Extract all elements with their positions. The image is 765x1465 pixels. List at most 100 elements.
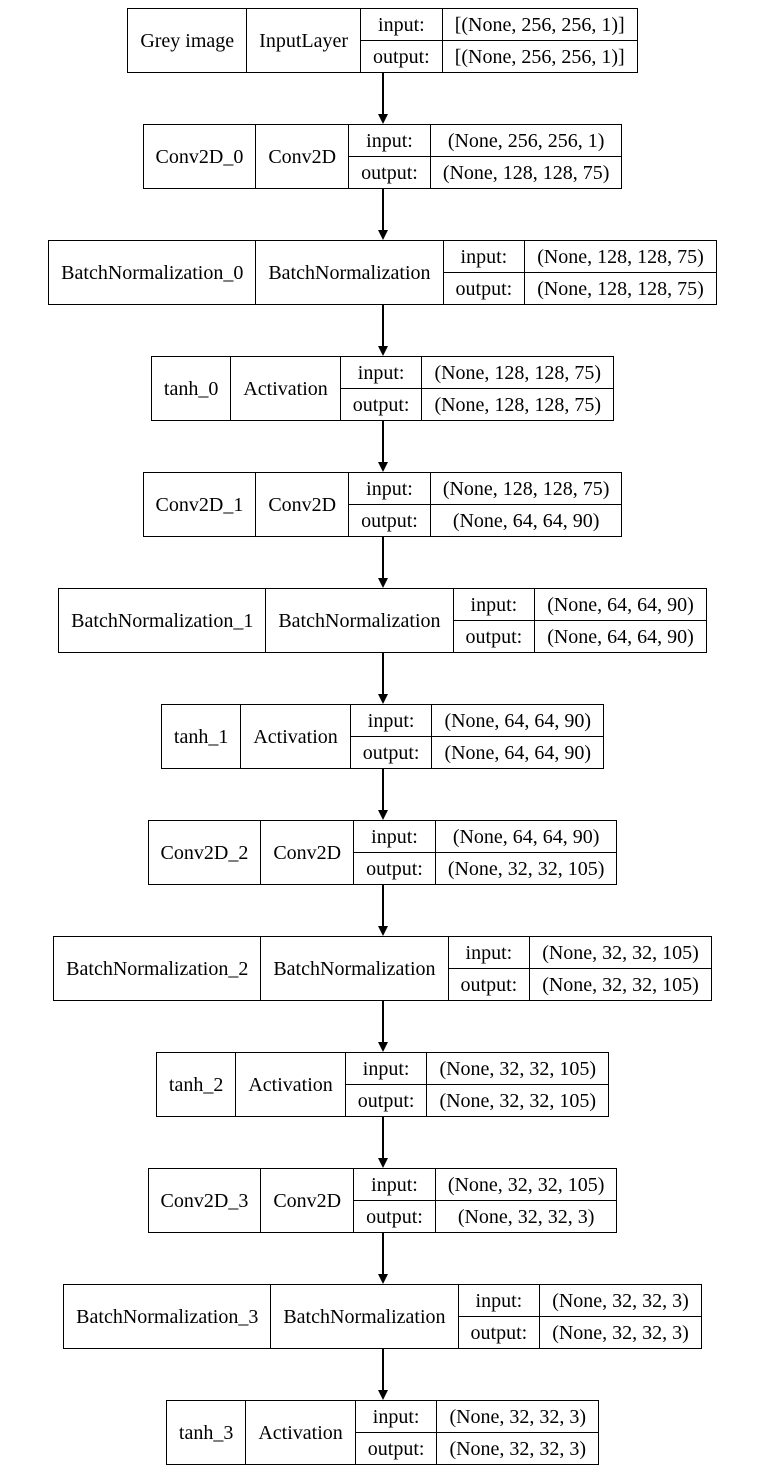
output-label: output:	[353, 1200, 436, 1233]
edge-arrow	[377, 769, 388, 820]
arrow-line	[381, 885, 384, 926]
output-shape: [(None, 256, 256, 1)]	[441, 40, 638, 73]
output-label: output:	[442, 272, 526, 305]
output-label: output:	[339, 388, 423, 421]
arrow-head-icon	[377, 1042, 388, 1052]
layer-type-cell: Conv2D	[260, 820, 355, 885]
output-shape: (None, 128, 128, 75)	[524, 272, 717, 305]
layer-node: Conv2D_2 Conv2D input: (None, 64, 64, 90…	[147, 820, 618, 885]
input-shape: (None, 32, 32, 105)	[529, 936, 712, 969]
arrow-head-icon	[377, 346, 388, 356]
edge-arrow	[377, 305, 388, 356]
output-shape: (None, 32, 32, 3)	[434, 1200, 618, 1233]
output-label: output:	[348, 504, 431, 537]
output-label: output:	[348, 156, 431, 189]
layer-node: Conv2D_0 Conv2D input: (None, 256, 256, …	[142, 124, 623, 189]
edge-arrow	[377, 537, 388, 588]
layer-node: BatchNormalization_3 BatchNormalization …	[63, 1284, 702, 1349]
layer-name-cell: tanh_3	[165, 1400, 247, 1465]
layer-name-cell: Conv2D_2	[147, 820, 262, 885]
output-label: output:	[349, 736, 433, 769]
input-label: input:	[447, 936, 531, 969]
input-shape: (None, 128, 128, 75)	[421, 356, 615, 389]
input-label: input:	[452, 588, 536, 621]
layer-node: BatchNormalization_2 BatchNormalization …	[53, 936, 712, 1001]
input-shape: (None, 128, 128, 75)	[429, 472, 623, 505]
layer-name-cell: tanh_1	[160, 704, 242, 769]
arrow-line	[381, 305, 384, 346]
input-shape: (None, 32, 32, 105)	[426, 1052, 610, 1085]
edge-arrow	[377, 1001, 388, 1052]
output-shape: (None, 32, 32, 105)	[434, 852, 618, 885]
input-label: input:	[339, 356, 423, 389]
layer-name-cell: Grey image	[127, 8, 248, 73]
layer-type-cell: Conv2D	[255, 124, 350, 189]
arrow-line	[381, 73, 384, 114]
arrow-head-icon	[377, 810, 388, 820]
arrow-head-icon	[377, 1390, 388, 1400]
output-shape: (None, 32, 32, 105)	[529, 968, 712, 1001]
input-shape: (None, 64, 64, 90)	[434, 820, 618, 853]
output-label: output:	[452, 620, 536, 653]
arrow-line	[381, 421, 384, 462]
arrow-line	[381, 1233, 384, 1274]
layer-name-cell: tanh_0	[150, 356, 232, 421]
edge-arrow	[377, 885, 388, 936]
arrow-head-icon	[377, 114, 388, 124]
layer-type-cell: BatchNormalization	[260, 936, 449, 1001]
output-label: output:	[457, 1316, 541, 1349]
arrow-head-icon	[377, 230, 388, 240]
layer-node: tanh_1 Activation input: (None, 64, 64, …	[160, 704, 605, 769]
input-label: input:	[360, 8, 443, 41]
output-shape: (None, 32, 32, 105)	[426, 1084, 610, 1117]
model-architecture-diagram: Grey image InputLayer input: [(None, 256…	[48, 8, 717, 1465]
input-shape: (None, 32, 32, 105)	[434, 1168, 618, 1201]
layer-name-cell: BatchNormalization_2	[53, 936, 262, 1001]
layer-type-cell: Activation	[240, 704, 351, 769]
input-label: input:	[348, 472, 431, 505]
edge-arrow	[377, 1233, 388, 1284]
input-label: input:	[354, 1400, 438, 1433]
output-shape: (None, 64, 64, 90)	[534, 620, 707, 653]
output-label: output:	[353, 852, 436, 885]
output-shape: (None, 128, 128, 75)	[429, 156, 623, 189]
input-shape: (None, 32, 32, 3)	[539, 1284, 702, 1317]
output-label: output:	[447, 968, 531, 1001]
output-label: output:	[354, 1432, 438, 1465]
layer-node: Conv2D_1 Conv2D input: (None, 128, 128, …	[142, 472, 623, 537]
input-shape: (None, 64, 64, 90)	[534, 588, 707, 621]
output-label: output:	[344, 1084, 428, 1117]
output-shape: (None, 32, 32, 3)	[539, 1316, 702, 1349]
edge-arrow	[377, 421, 388, 472]
layer-type-cell: BatchNormalization	[270, 1284, 459, 1349]
input-label: input:	[353, 820, 436, 853]
layer-name-cell: Conv2D_1	[142, 472, 257, 537]
arrow-line	[381, 1349, 384, 1390]
arrow-head-icon	[377, 926, 388, 936]
input-shape: (None, 256, 256, 1)	[429, 124, 623, 157]
input-shape: (None, 64, 64, 90)	[431, 704, 605, 737]
arrow-head-icon	[377, 578, 388, 588]
arrow-line	[381, 769, 384, 810]
layer-node: BatchNormalization_0 BatchNormalization …	[48, 240, 717, 305]
layer-name-cell: BatchNormalization_0	[48, 240, 257, 305]
layer-node: tanh_0 Activation input: (None, 128, 128…	[150, 356, 615, 421]
edge-arrow	[377, 1349, 388, 1400]
layer-node: tanh_3 Activation input: (None, 32, 32, …	[165, 1400, 600, 1465]
input-label: input:	[348, 124, 431, 157]
layer-type-cell: BatchNormalization	[265, 588, 454, 653]
input-label: input:	[442, 240, 526, 273]
arrow-head-icon	[377, 1158, 388, 1168]
arrow-line	[381, 537, 384, 578]
layer-name-cell: BatchNormalization_3	[63, 1284, 272, 1349]
input-shape: (None, 32, 32, 3)	[436, 1400, 600, 1433]
layer-type-cell: Activation	[230, 356, 341, 421]
layer-type-cell: Activation	[235, 1052, 346, 1117]
output-label: output:	[360, 40, 443, 73]
arrow-line	[381, 653, 384, 694]
layer-name-cell: tanh_2	[155, 1052, 237, 1117]
layer-type-cell: Conv2D	[255, 472, 350, 537]
input-label: input:	[353, 1168, 436, 1201]
output-shape: (None, 128, 128, 75)	[421, 388, 615, 421]
output-shape: (None, 64, 64, 90)	[431, 736, 605, 769]
